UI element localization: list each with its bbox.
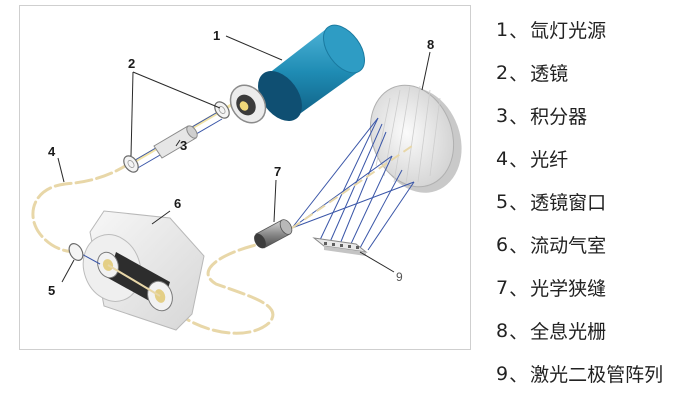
legend-item: 8、全息光栅 <box>496 309 696 352</box>
legend-label: 激光二极管阵列 <box>530 364 664 386</box>
callout-9: 9 <box>396 270 403 284</box>
legend-label: 全息光栅 <box>530 321 607 343</box>
callout-6: 6 <box>174 196 181 211</box>
leader-lines <box>57 35 431 283</box>
legend-label: 积分器 <box>530 106 588 128</box>
legend-item: 3、积分器 <box>496 94 696 137</box>
legend-item: 6、流动气室 <box>496 223 696 266</box>
legend-item: 9、激光二极管阵列 <box>496 352 696 395</box>
lens-upper <box>214 101 230 119</box>
component-legend: 1、氙灯光源 2、透镜 3、积分器 4、光纤 5、透镜窗口 6、流动气室 7、光… <box>496 8 696 395</box>
callout-4: 4 <box>48 144 56 159</box>
legend-item: 4、光纤 <box>496 137 696 180</box>
diagram-svg: 1 2 3 4 5 6 7 8 9 <box>31 24 462 335</box>
integrator <box>153 125 198 159</box>
legend-item: 1、氙灯光源 <box>496 8 696 51</box>
legend-label: 氙灯光源 <box>530 20 607 42</box>
legend-label: 光学狭缝 <box>530 278 607 300</box>
legend-item: 5、透镜窗口 <box>496 180 696 223</box>
legend-label: 透镜窗口 <box>530 192 607 214</box>
spectrometer-axis <box>291 145 413 229</box>
legend-label: 流动气室 <box>530 235 607 257</box>
spectrometer-diagram: 1 2 3 4 5 6 7 8 9 <box>19 5 471 350</box>
callout-8: 8 <box>427 37 434 52</box>
callout-3: 3 <box>180 138 187 153</box>
lens-window <box>68 243 101 265</box>
flow-cell <box>82 210 205 331</box>
optical-slit <box>254 219 293 249</box>
holographic-grating <box>369 84 462 193</box>
callout-5: 5 <box>48 283 55 298</box>
legend-item: 2、透镜 <box>496 51 696 94</box>
legend-label: 透镜 <box>530 63 569 85</box>
fiber-cable-input <box>31 161 132 254</box>
callout-1: 1 <box>213 28 220 43</box>
xenon-lamp <box>229 24 365 124</box>
dispersed-beams <box>291 117 415 251</box>
diode-array <box>312 237 368 256</box>
legend-label: 光纤 <box>530 149 569 171</box>
lens-lower <box>123 155 139 173</box>
callout-2: 2 <box>128 56 135 71</box>
callout-7: 7 <box>274 164 281 179</box>
legend-item: 7、光学狭缝 <box>496 266 696 309</box>
